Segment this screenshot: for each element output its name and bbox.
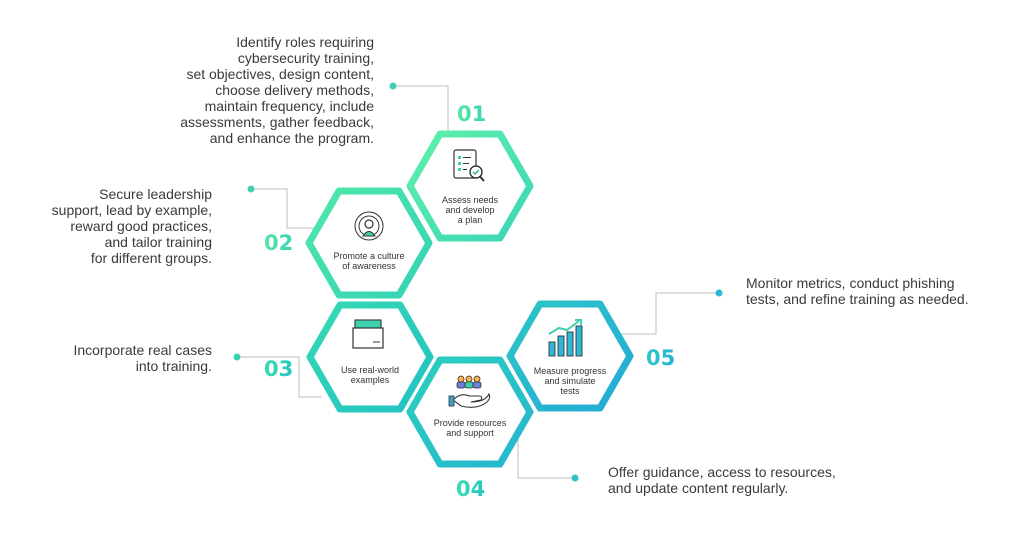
description-step-04: Offer guidance, access to resources, and… [608,464,836,496]
step-number-03: 03 [264,357,293,381]
connector-05 [616,289,723,335]
connector-dot [233,353,241,361]
hexagon-shape [305,187,433,299]
hexagon-label-line: tests [560,386,580,396]
hexagon-label-line: Use real-world [341,365,399,375]
hexagon-label-line: and simulate [544,376,595,386]
description-step-03: Incorporate real cases into training. [73,342,212,374]
step-number-02: 02 [264,231,293,255]
hexagon-label-line: Promote a culture [333,251,404,261]
checklist-magnifier-icon [453,149,485,182]
hexagon-label-line: of awareness [342,261,396,271]
hexagon-label-line: examples [351,375,390,385]
hand-with-people-icon [448,375,491,408]
description-step-05: Monitor metrics, conduct phishing tests,… [746,275,969,307]
hexagon-label-line: a plan [458,215,483,225]
growth-chart-icon [548,319,583,357]
hexagon-label-line: Measure progress [534,366,607,376]
connector-dot [247,185,255,193]
hexagon-step-03: Use real-world examples [306,301,434,413]
hexagon-shape [306,301,434,413]
step-number-04: 04 [456,477,485,501]
hexagon-step-04: Provide resources and support [406,356,534,468]
connector-04 [517,440,579,482]
folder-icon [352,319,384,349]
broadcasting-person-icon [354,211,384,241]
hexagon-label-line: and develop [445,205,494,215]
hexagon-step-01: Assess needs and develop a plan [406,130,534,242]
hexagon-label-line: Provide resources [434,418,507,428]
hexagon-label-line: Assess needs [442,195,499,205]
description-step-01: Identify roles requiring cybersecurity t… [180,34,374,146]
connector-02 [247,185,318,229]
connector-dot [715,289,723,297]
hexagon-shape [406,356,534,468]
connector-03 [233,353,322,398]
connector-dot [389,82,397,90]
connector-01 [389,82,449,132]
connector-dot [571,474,579,482]
step-number-01: 01 [457,102,486,126]
hexagon-step-02: Promote a culture of awareness [305,187,433,299]
description-step-02: Secure leadership support, lead by examp… [51,186,212,266]
hexagon-step-05: Measure progress and simulate tests [506,300,634,412]
step-number-05: 05 [646,346,675,370]
hexagon-label-line: and support [446,428,494,438]
hexagon-shape [406,130,534,242]
